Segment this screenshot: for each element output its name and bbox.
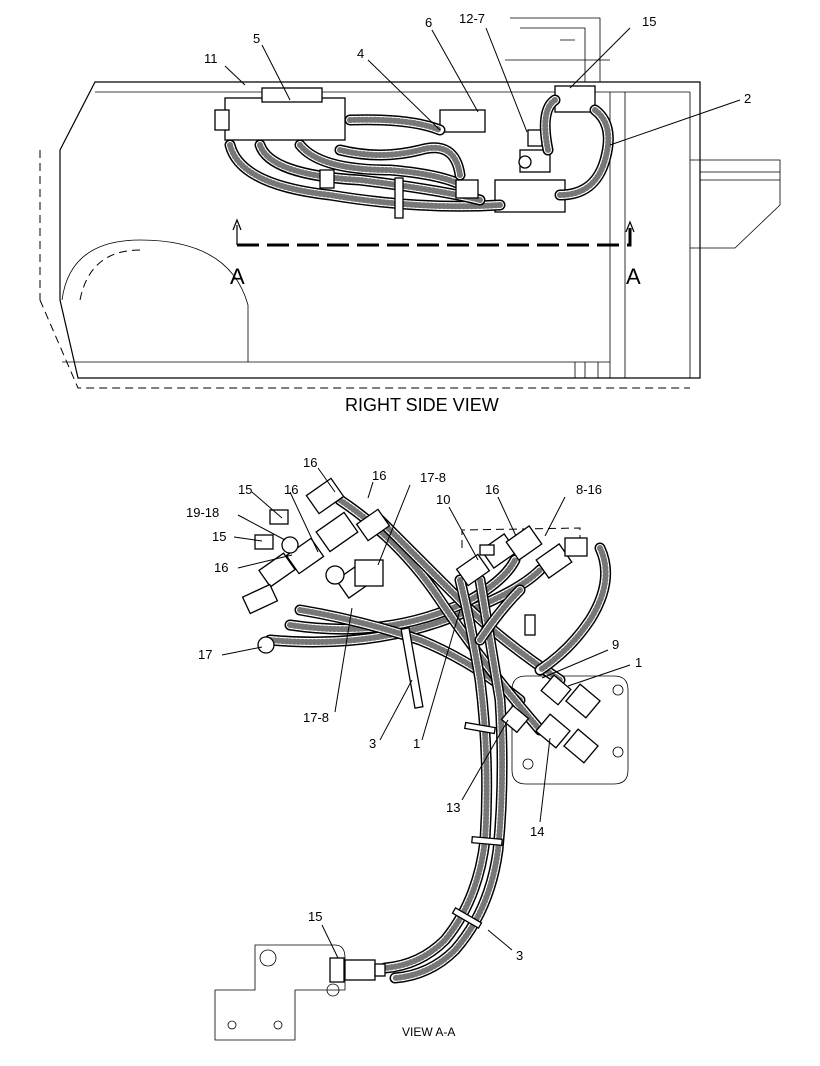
callout-6: 6 bbox=[425, 15, 432, 30]
section-mark-left: A bbox=[230, 264, 245, 289]
callout-11: 11 bbox=[204, 51, 218, 66]
callout-16-e: 16 bbox=[214, 560, 228, 575]
callout-17-8-bottom: 17-8 bbox=[303, 710, 329, 725]
hose-bundle-view-aa bbox=[264, 494, 612, 984]
callout-16-b: 16 bbox=[372, 468, 386, 483]
callout-15-b: 15 bbox=[212, 529, 226, 544]
callout-1-right: 1 bbox=[635, 655, 642, 670]
callout-1-lower: 1 bbox=[413, 736, 420, 751]
valve-cluster-right bbox=[455, 525, 588, 636]
callout-8-16: 8-16 bbox=[576, 482, 602, 497]
callout-10: 10 bbox=[436, 492, 450, 507]
plate-fittings bbox=[500, 674, 601, 764]
right-side-view: A A bbox=[39, 11, 781, 415]
callout-15: 15 bbox=[642, 14, 656, 29]
callout-19-18: 19-18 bbox=[186, 505, 219, 520]
callout-16-d: 16 bbox=[485, 482, 499, 497]
right-side-view-title: RIGHT SIDE VIEW bbox=[345, 395, 499, 415]
callout-15-a: 15 bbox=[238, 482, 252, 497]
valve-cluster-left bbox=[241, 477, 391, 654]
callout-13: 13 bbox=[446, 800, 460, 815]
callout-16-c: 16 bbox=[284, 482, 298, 497]
view-aa: 16 16 17-8 15 16 10 16 8-16 19-18 15 16 … bbox=[186, 455, 642, 1041]
callout-4: 4 bbox=[357, 46, 364, 61]
callout-14: 14 bbox=[530, 824, 544, 839]
callout-16-a: 16 bbox=[303, 455, 317, 470]
callout-15-bottom: 15 bbox=[308, 909, 322, 924]
hose-bundle-upper bbox=[224, 94, 614, 212]
callout-17: 17 bbox=[198, 647, 212, 662]
callout-3-lower: 3 bbox=[516, 948, 523, 963]
callout-17-8-top: 17-8 bbox=[420, 470, 446, 485]
view-aa-title: VIEW A-A bbox=[402, 1025, 455, 1039]
callout-2: 2 bbox=[744, 91, 751, 106]
callout-3-upper: 3 bbox=[369, 736, 376, 751]
callout-12-7: 12-7 bbox=[459, 11, 485, 26]
section-mark-right: A bbox=[626, 264, 641, 289]
callout-5: 5 bbox=[253, 31, 260, 46]
callout-9: 9 bbox=[612, 637, 619, 652]
